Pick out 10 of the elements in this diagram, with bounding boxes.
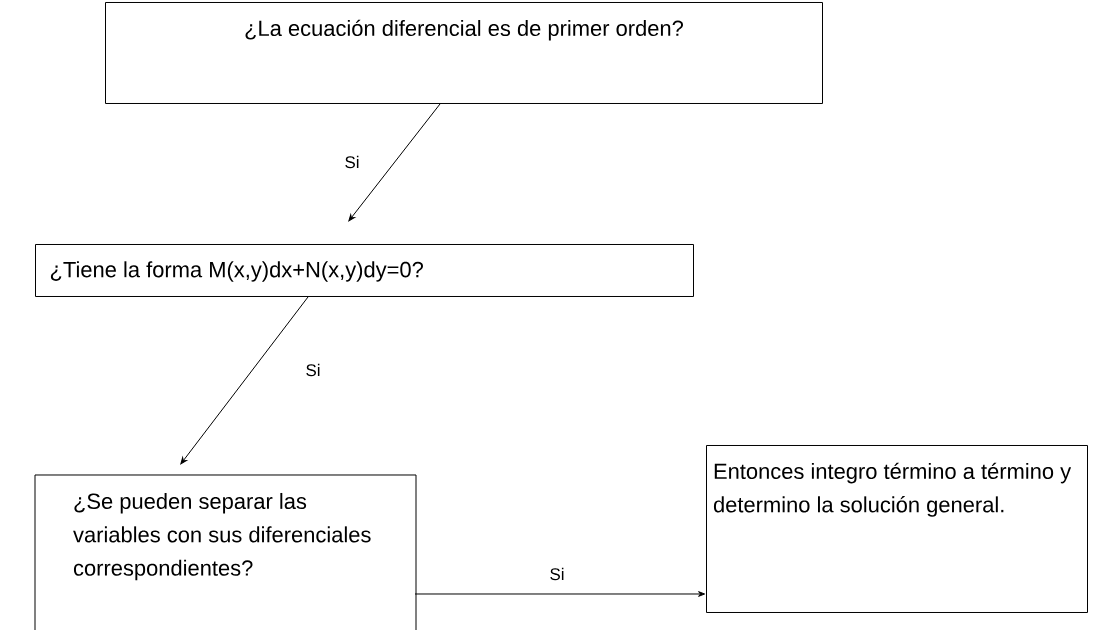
edge-label: Si: [303, 361, 323, 379]
edge-label: Si: [547, 565, 567, 583]
question-box: ¿Tiene la forma M(x,y)dx+N(x,y)dy=0?: [35, 244, 694, 297]
arrow: [348, 103, 441, 222]
arrow: [414, 591, 706, 597]
arrow: [180, 296, 309, 465]
edge-label: Si: [342, 153, 362, 171]
question-box: ¿La ecuación diferencial es de primer orden?: [105, 2, 823, 104]
question-box: ¿Se pueden separar las variables con sus diferenciales correspondientes?: [34, 474, 417, 630]
result-box: Entonces integro término a término y determino la solución general.: [706, 445, 1088, 613]
